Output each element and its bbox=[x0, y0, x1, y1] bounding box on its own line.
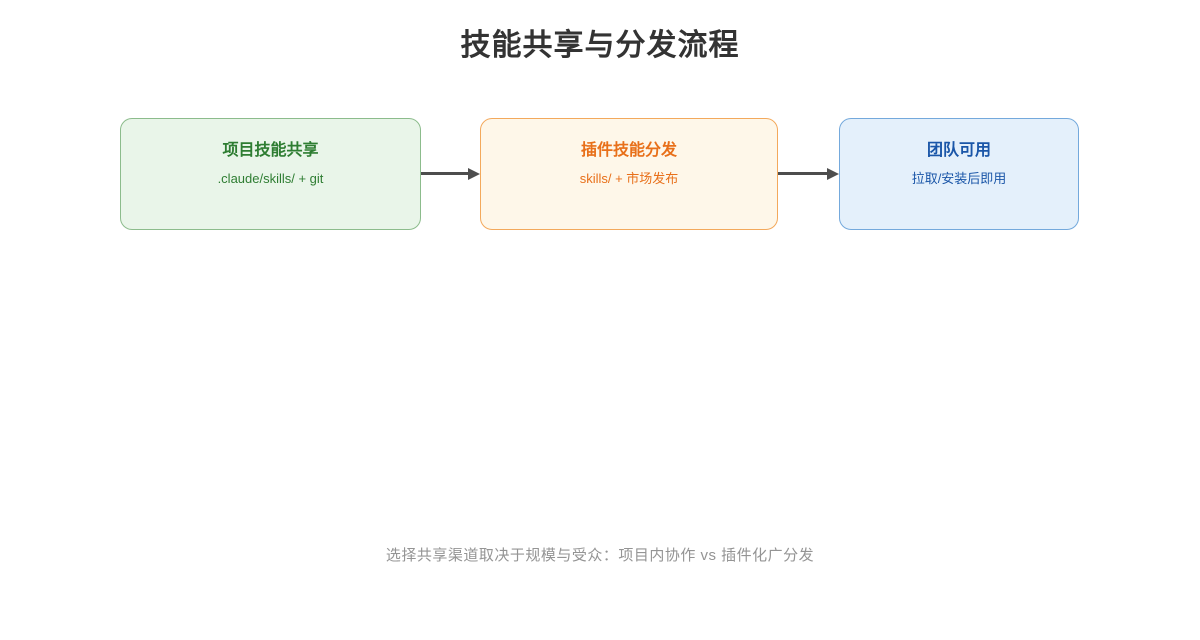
arrow-line bbox=[778, 172, 827, 175]
node-label-group: 项目技能共享 .claude/skills/ + git bbox=[218, 139, 324, 189]
node-title: 插件技能分发 bbox=[580, 142, 677, 159]
node-title: 团队可用 bbox=[926, 142, 991, 159]
arrow-right-icon bbox=[468, 167, 480, 180]
diagram-title: 技能共享与分发流程 bbox=[460, 29, 740, 62]
node-title: 项目技能共享 bbox=[222, 142, 319, 159]
node-team-available: 团队可用 拉取/安装后即用 bbox=[839, 118, 1079, 230]
node-project-skill-sharing: 项目技能共享 .claude/skills/ + git bbox=[120, 118, 421, 230]
arrow-line bbox=[421, 172, 468, 175]
arrow-right-icon bbox=[827, 167, 839, 180]
arrow-connector-1 bbox=[421, 167, 480, 180]
node-plugin-skill-distribution: 插件技能分发 skills/ + 市场发布 bbox=[480, 118, 778, 230]
node-label-group: 团队可用 拉取/安装后即用 bbox=[912, 139, 1007, 189]
node-subtitle: .claude/skills/ + git bbox=[217, 171, 324, 186]
node-subtitle: 拉取/安装后即用 bbox=[911, 171, 1007, 186]
node-subtitle: skills/ + 市场发布 bbox=[579, 171, 679, 186]
diagram-caption: 选择共享渠道取决于规模与受众：项目内协作 vs 插件化广分发 bbox=[385, 547, 815, 564]
arrow-connector-2 bbox=[778, 167, 839, 180]
node-label-group: 插件技能分发 skills/ + 市场发布 bbox=[580, 139, 679, 189]
